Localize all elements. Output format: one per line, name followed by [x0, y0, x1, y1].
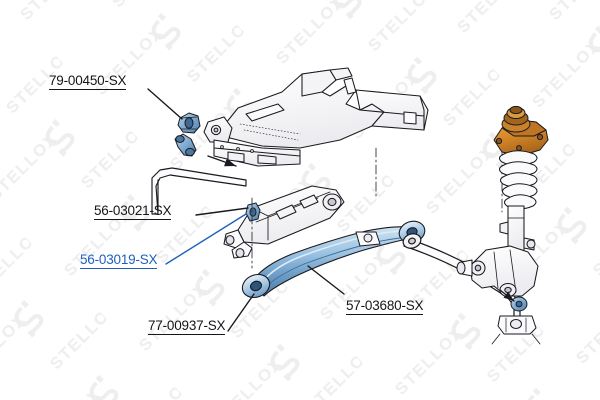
- leader-56-03021-sx: [195, 207, 249, 216]
- stabilizer-bracket: [491, 315, 541, 345]
- callout-56-03019-sx[interactable]: 56-03019-SX: [80, 252, 158, 269]
- callout-56-03021-sx[interactable]: 56-03021-SX: [94, 203, 172, 220]
- leader-57-03680-sx: [307, 265, 345, 295]
- rear-subframe-crossmember: [203, 67, 429, 167]
- shock-absorber-body: [499, 205, 536, 253]
- leader-77-00937-sx: [227, 293, 255, 332]
- coil-spring: [498, 150, 538, 210]
- leader-79-00450-sx: [147, 88, 183, 120]
- stabilizer-bushing: [177, 112, 201, 134]
- lower-link-rod: [355, 231, 381, 247]
- wheel-knuckle: [456, 245, 539, 298]
- knuckle-bushing: [510, 296, 528, 312]
- stabilizer-link: [174, 133, 197, 157]
- callout-79-00450-sx[interactable]: 79-00450-SX: [49, 73, 127, 90]
- callout-57-03680-sx[interactable]: 57-03680-SX: [346, 298, 424, 315]
- callout-77-00937-sx[interactable]: 77-00937-SX: [148, 318, 226, 335]
- strut-top-mount: [493, 105, 549, 157]
